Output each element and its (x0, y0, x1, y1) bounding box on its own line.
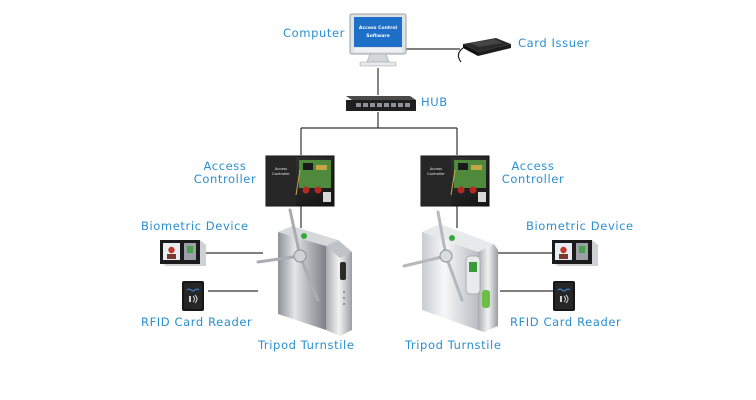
label-hub: HUB (421, 95, 448, 109)
label-rfid-left: RFID Card Reader (141, 315, 253, 329)
rfid-reader-right-icon (553, 281, 575, 311)
tripod-turnstile-left-icon (256, 208, 352, 336)
controller-left-door-text-1: Access (275, 167, 287, 171)
tripod-turnstile-right-icon (402, 210, 498, 332)
computer-icon: Access Control Software (349, 13, 407, 67)
rfid-reader-left-icon (182, 281, 204, 311)
label-card-issuer: Card Issuer (518, 36, 590, 50)
label-access-controller-right: Access Controller (497, 160, 569, 186)
label-biometric-left: Biometric Device (141, 219, 249, 233)
card-issuer-icon (457, 38, 511, 63)
label-access-controller-left-line1: Access (203, 159, 247, 173)
label-turnstile-left: Tripod Turnstile (258, 338, 355, 352)
access-controller-left-icon: Access Controller (265, 155, 335, 207)
label-access-controller-left: Access Controller (189, 160, 261, 186)
label-access-controller-right-line2: Controller (501, 172, 565, 186)
biometric-device-right-icon (552, 240, 598, 266)
label-computer: Computer (283, 26, 345, 40)
label-biometric-right: Biometric Device (526, 219, 634, 233)
label-turnstile-right: Tripod Turnstile (405, 338, 502, 352)
monitor-screen-line2: Software (366, 33, 389, 39)
biometric-device-left-icon (160, 240, 206, 266)
monitor-screen-line1: Access Control (359, 25, 398, 31)
label-rfid-right: RFID Card Reader (510, 315, 622, 329)
controller-right-door-text-1: Access (430, 167, 442, 171)
label-access-controller-right-line1: Access (511, 159, 555, 173)
controller-right-door-text-2: Controller (427, 172, 445, 176)
label-access-controller-left-line2: Controller (193, 172, 257, 186)
access-controller-right-icon: Access Controller (420, 155, 490, 207)
controller-left-door-text-2: Controller (272, 172, 290, 176)
connection-lines (205, 48, 553, 292)
hub-switch-icon (346, 96, 416, 111)
